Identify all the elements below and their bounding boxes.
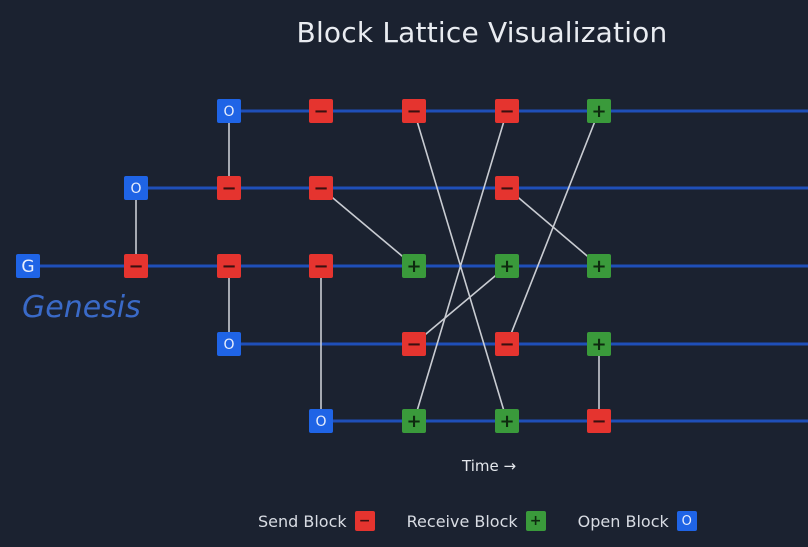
block-glyph: +	[499, 411, 514, 432]
receive-block-a5: +	[587, 99, 611, 123]
link-b4-g6	[506, 187, 600, 267]
send-block-b3: −	[309, 176, 333, 200]
legend-item-send: Send Block −	[258, 511, 375, 531]
send-block-g3: −	[309, 254, 333, 278]
block-box	[587, 254, 611, 278]
block-glyph: −	[221, 178, 236, 199]
open-block-icon: O	[676, 511, 697, 531]
block-box	[495, 176, 519, 200]
block-glyph: +	[499, 256, 514, 277]
send-block-c2: −	[402, 332, 426, 356]
legend-item-receive: Receive Block +	[407, 511, 546, 531]
legend-item-open: Open Block O	[578, 511, 697, 531]
block-glyph: −	[406, 101, 421, 122]
block-box	[217, 176, 241, 200]
block-box	[217, 99, 241, 123]
block-glyph: G	[21, 257, 34, 277]
block-glyph: −	[499, 178, 514, 199]
block-glyph: −	[221, 256, 236, 277]
send-block-a2: −	[309, 99, 333, 123]
receive-block-g4: +	[402, 254, 426, 278]
legend-label-receive: Receive Block	[406, 511, 518, 531]
block-glyph: −	[499, 334, 514, 355]
receive-block-d3: +	[495, 409, 519, 433]
legend: Send Block − Receive Block + Open Block …	[258, 510, 697, 532]
block-box	[217, 332, 241, 356]
block-links	[135, 110, 600, 422]
block-box	[16, 254, 40, 278]
block-box	[309, 254, 333, 278]
send-block-g2: −	[217, 254, 241, 278]
receive-block-g5: +	[495, 254, 519, 278]
send-block-g1: −	[124, 254, 148, 278]
block-glyph: +	[406, 411, 421, 432]
block-glyph: −	[313, 178, 328, 199]
send-block-a3: −	[402, 99, 426, 123]
block-glyph: +	[591, 256, 606, 277]
send-block-d4: −	[587, 409, 611, 433]
block-box	[402, 99, 426, 123]
block-box	[309, 99, 333, 123]
receive-block-c4: +	[587, 332, 611, 356]
genesis-label: Genesis	[22, 290, 141, 325]
send-block-c3: −	[495, 332, 519, 356]
time-axis-label: Time →	[462, 457, 517, 475]
block-glyph: −	[406, 334, 421, 355]
send-block-icon: −	[354, 511, 375, 531]
genesis-block-g0: G	[16, 254, 40, 278]
block-glyph: −	[313, 101, 328, 122]
block-glyph: O	[130, 181, 141, 197]
link-c2-g5	[413, 265, 508, 345]
block-box	[587, 332, 611, 356]
block-box	[217, 254, 241, 278]
block-box	[402, 254, 426, 278]
block-box	[309, 176, 333, 200]
block-glyph: +	[591, 101, 606, 122]
block-glyph: O	[223, 337, 234, 353]
block-glyph: O	[315, 414, 326, 430]
receive-block-icon: +	[525, 511, 546, 531]
open-block-b1: O	[124, 176, 148, 200]
block-glyph: −	[499, 101, 514, 122]
receive-block-d2: +	[402, 409, 426, 433]
receive-block-g6: +	[587, 254, 611, 278]
open-block-a1: O	[217, 99, 241, 123]
link-a4-d2	[413, 110, 508, 422]
open-block-d1: O	[309, 409, 333, 433]
block-box	[587, 409, 611, 433]
block-glyph: −	[313, 256, 328, 277]
block-glyph: +	[591, 334, 606, 355]
block-box	[495, 99, 519, 123]
legend-label-open: Open Block	[577, 511, 669, 531]
block-box	[124, 254, 148, 278]
blocks: O − − − + O − − − G − − − + + + O − − + O + + −	[16, 99, 611, 433]
block-glyph: −	[591, 411, 606, 432]
block-box	[495, 409, 519, 433]
block-box	[309, 409, 333, 433]
block-box	[124, 176, 148, 200]
block-box	[495, 254, 519, 278]
block-box	[495, 332, 519, 356]
open-block-c1: O	[217, 332, 241, 356]
link-b3-g4	[320, 187, 415, 267]
block-glyph: +	[406, 256, 421, 277]
send-block-a4: −	[495, 99, 519, 123]
block-box	[402, 409, 426, 433]
block-box	[587, 99, 611, 123]
block-glyph: −	[128, 256, 143, 277]
send-block-b4: −	[495, 176, 519, 200]
block-glyph: O	[223, 104, 234, 120]
legend-label-send: Send Block	[258, 511, 347, 531]
send-block-b2: −	[217, 176, 241, 200]
block-box	[402, 332, 426, 356]
diagram-title: Block Lattice Visualization	[296, 16, 668, 49]
